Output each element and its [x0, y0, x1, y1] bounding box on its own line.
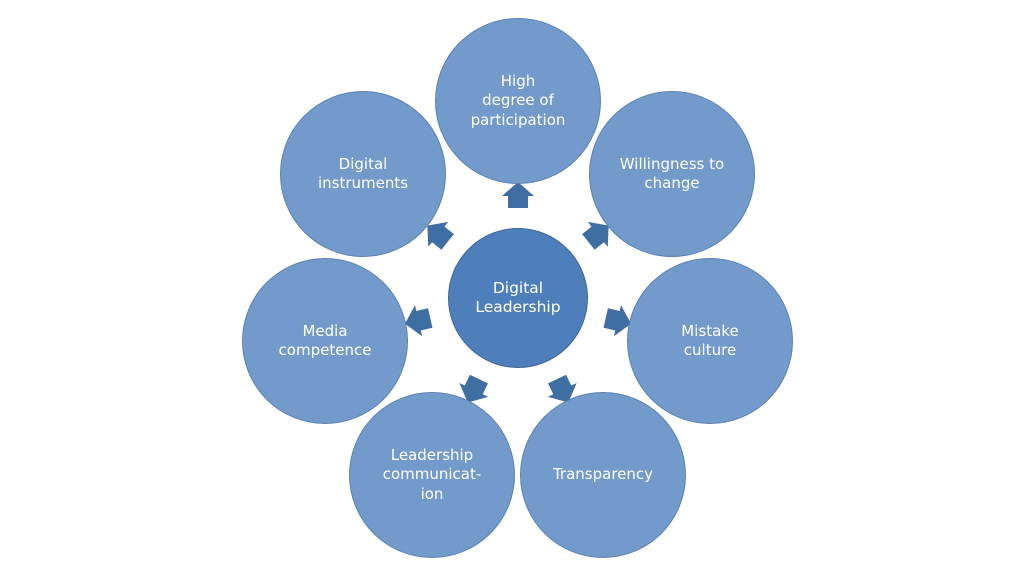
node-willingness-to-change: Willingness to change	[589, 91, 755, 257]
node-transparency: Transparency	[520, 392, 686, 558]
node-leadership-communication: Leadership communicat- ion	[349, 392, 515, 558]
node-digital-instruments: Digital instruments	[280, 91, 446, 257]
arrow-shape	[547, 374, 577, 403]
node-instruments-label: Digital instruments	[317, 154, 409, 193]
arrow-to-willingness	[582, 221, 609, 250]
node-media-competence: Media competence	[242, 258, 408, 424]
arrow-shape	[603, 305, 632, 337]
center-node-label: Digital Leadership	[475, 278, 561, 317]
node-mistake-label: Mistake culture	[681, 321, 739, 360]
arrow-shape	[502, 182, 534, 208]
node-mistake-culture: Mistake culture	[627, 258, 793, 424]
arrow-to-media	[404, 305, 433, 337]
node-participation: High degree of participation	[435, 18, 601, 184]
arrow-shape	[582, 221, 609, 250]
arrow-to-transparency	[547, 374, 577, 403]
arrow-to-mistake	[603, 305, 632, 337]
node-transparency-label: Transparency	[552, 465, 654, 484]
arrow-shape	[427, 221, 454, 250]
arrow-to-communication	[459, 374, 489, 403]
node-media-label: Media competence	[278, 321, 372, 360]
arrow-to-instruments	[427, 221, 454, 250]
arrow-shape	[404, 305, 433, 337]
arrow-shape	[459, 374, 489, 403]
node-participation-label: High degree of participation	[470, 71, 566, 129]
node-communication-label: Leadership communicat- ion	[382, 445, 482, 503]
node-willingness-label: Willingness to change	[619, 154, 725, 193]
arrow-to-participation	[502, 182, 534, 208]
center-node-digital-leadership: Digital Leadership	[448, 228, 588, 368]
